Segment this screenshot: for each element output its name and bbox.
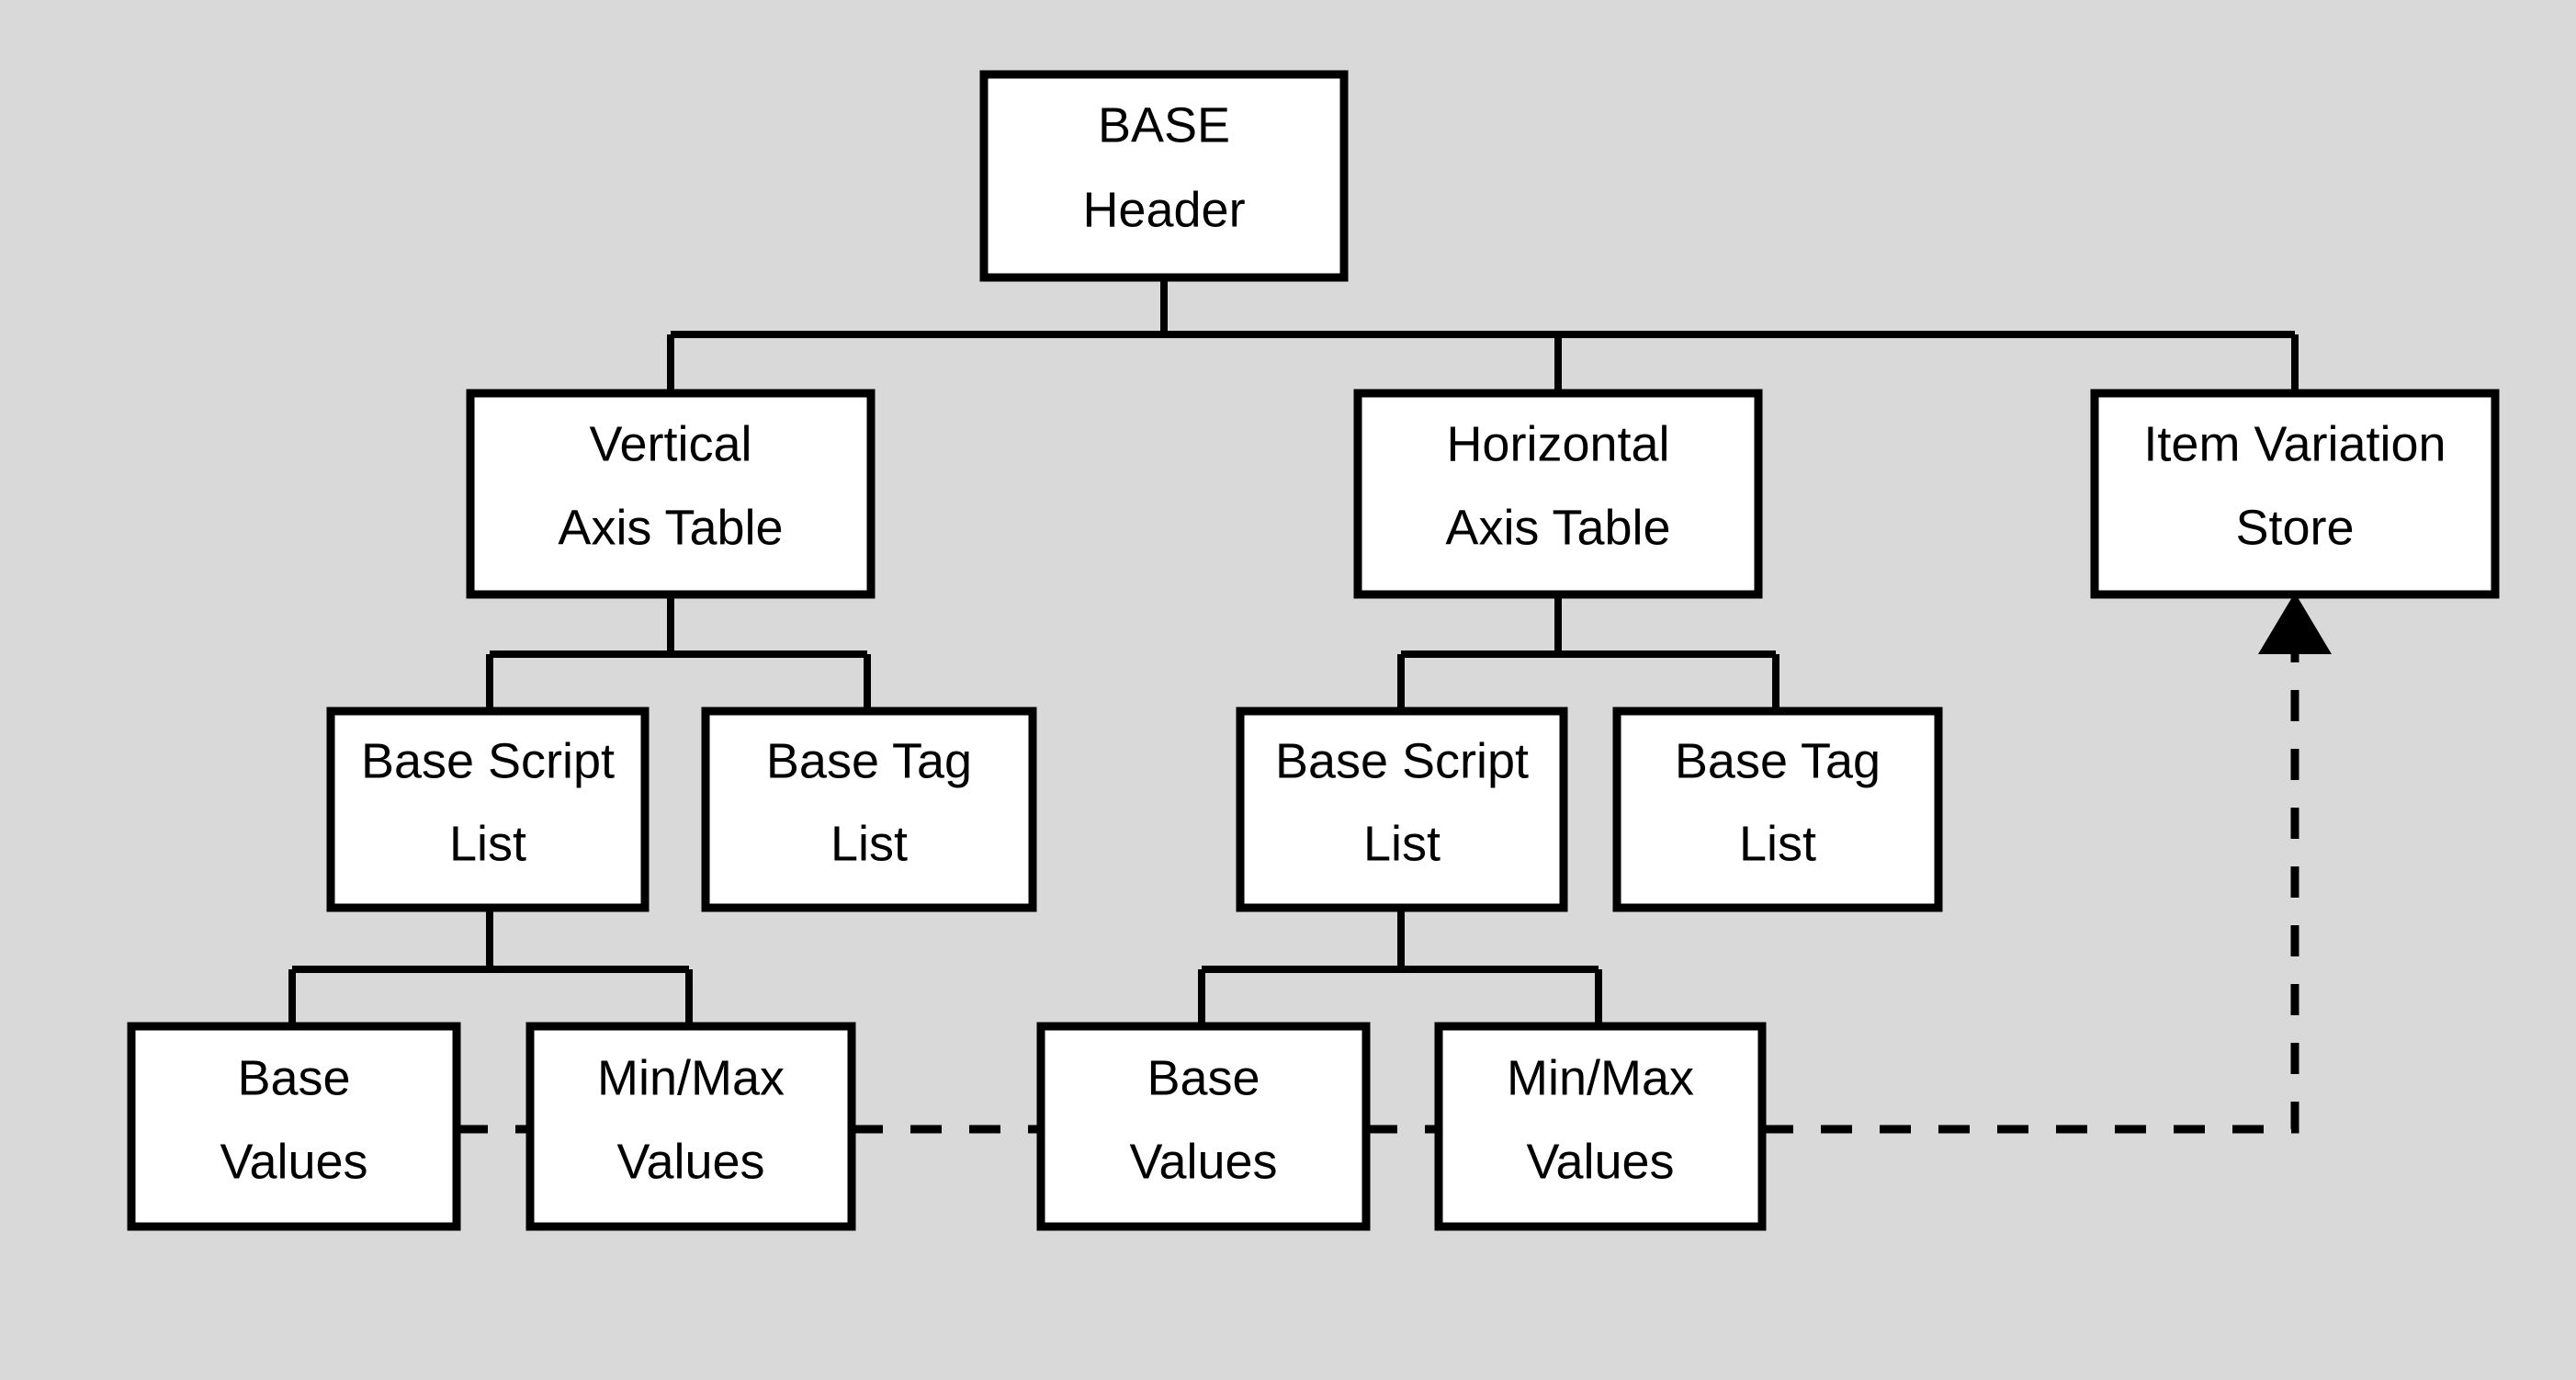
node-v-minmax-values-label-line2: Values xyxy=(616,1134,764,1189)
node-v-minmax-values[interactable]: Min/Max Values xyxy=(525,1022,856,1231)
node-base-header-box[interactable] xyxy=(979,70,1349,282)
node-h-base-values[interactable]: Base Values xyxy=(1036,1022,1371,1231)
node-base-header[interactable]: BASE Header xyxy=(979,70,1349,282)
node-h-base-tag-list-box[interactable] xyxy=(1612,707,1943,912)
node-v-base-values[interactable]: Base Values xyxy=(127,1022,461,1231)
node-vertical-axis-table[interactable]: Vertical Axis Table xyxy=(466,389,876,599)
node-v-base-values-label-line2: Values xyxy=(220,1134,367,1189)
node-h-base-values-label-line1: Base xyxy=(1147,1050,1260,1105)
node-horizontal-axis-table-box[interactable] xyxy=(1353,389,1763,599)
node-v-base-script-list-box[interactable] xyxy=(326,707,650,912)
connector-dashed-h-minmax-to-store xyxy=(1762,643,2299,1134)
node-h-base-script-list[interactable]: Base Script List xyxy=(1236,707,1568,912)
node-h-base-script-list-box[interactable] xyxy=(1236,707,1568,912)
node-h-minmax-values-label-line1: Min/Max xyxy=(1507,1050,1694,1105)
connector-group-h-script-children xyxy=(1198,908,1602,1026)
node-v-base-script-list-label-line1: Base Script xyxy=(361,733,615,788)
node-h-minmax-values-label-line2: Values xyxy=(1526,1134,1674,1189)
node-h-base-tag-list[interactable]: Base Tag List xyxy=(1612,707,1943,912)
node-horizontal-axis-table-label-line2: Axis Table xyxy=(1445,500,1670,555)
connector-group-v-script-children xyxy=(288,908,693,1026)
node-v-base-tag-list-box[interactable] xyxy=(701,707,1037,912)
node-item-variation-store[interactable]: Item Variation Store xyxy=(2090,389,2500,599)
node-item-variation-store-label-line1: Item Variation xyxy=(2143,416,2446,471)
node-vertical-axis-table-label-line1: Vertical xyxy=(589,416,751,471)
node-v-base-tag-list-label-line2: List xyxy=(830,816,908,871)
node-h-minmax-values-box[interactable] xyxy=(1434,1022,1767,1231)
arrow-up-icon xyxy=(2258,593,2332,654)
connector-group-dashed-variation xyxy=(457,593,2332,1134)
node-h-base-script-list-label-line1: Base Script xyxy=(1275,733,1529,788)
node-item-variation-store-box[interactable] xyxy=(2090,389,2500,599)
node-horizontal-axis-table-label-line1: Horizontal xyxy=(1446,416,1669,471)
node-h-minmax-values[interactable]: Min/Max Values xyxy=(1434,1022,1767,1231)
node-item-variation-store-label-line2: Store xyxy=(2235,500,2354,555)
node-v-base-values-label-line1: Base xyxy=(237,1050,350,1105)
connector-group-top xyxy=(667,277,2299,393)
node-horizontal-axis-table[interactable]: Horizontal Axis Table xyxy=(1353,389,1763,599)
node-v-base-tag-list-label-line1: Base Tag xyxy=(766,733,972,788)
node-v-minmax-values-box[interactable] xyxy=(525,1022,856,1231)
node-vertical-axis-table-label-line2: Axis Table xyxy=(558,500,783,555)
node-h-base-tag-list-label-line1: Base Tag xyxy=(1675,733,1881,788)
node-v-base-script-list[interactable]: Base Script List xyxy=(326,707,650,912)
node-v-base-values-box[interactable] xyxy=(127,1022,461,1231)
node-v-base-script-list-label-line2: List xyxy=(449,816,526,871)
connector-group-vertical-axis-children xyxy=(486,594,871,711)
node-v-minmax-values-label-line1: Min/Max xyxy=(597,1050,785,1105)
connector-group-horizontal-axis-children xyxy=(1397,594,1779,711)
node-v-base-tag-list[interactable]: Base Tag List xyxy=(701,707,1037,912)
node-base-header-label-line2: Header xyxy=(1082,182,1245,237)
node-vertical-axis-table-box[interactable] xyxy=(466,389,876,599)
node-base-header-label-line1: BASE xyxy=(1098,97,1230,153)
node-h-base-script-list-label-line2: List xyxy=(1363,816,1441,871)
node-h-base-values-label-line2: Values xyxy=(1129,1134,1277,1189)
node-h-base-tag-list-label-line2: List xyxy=(1739,816,1816,871)
node-h-base-values-box[interactable] xyxy=(1036,1022,1371,1231)
